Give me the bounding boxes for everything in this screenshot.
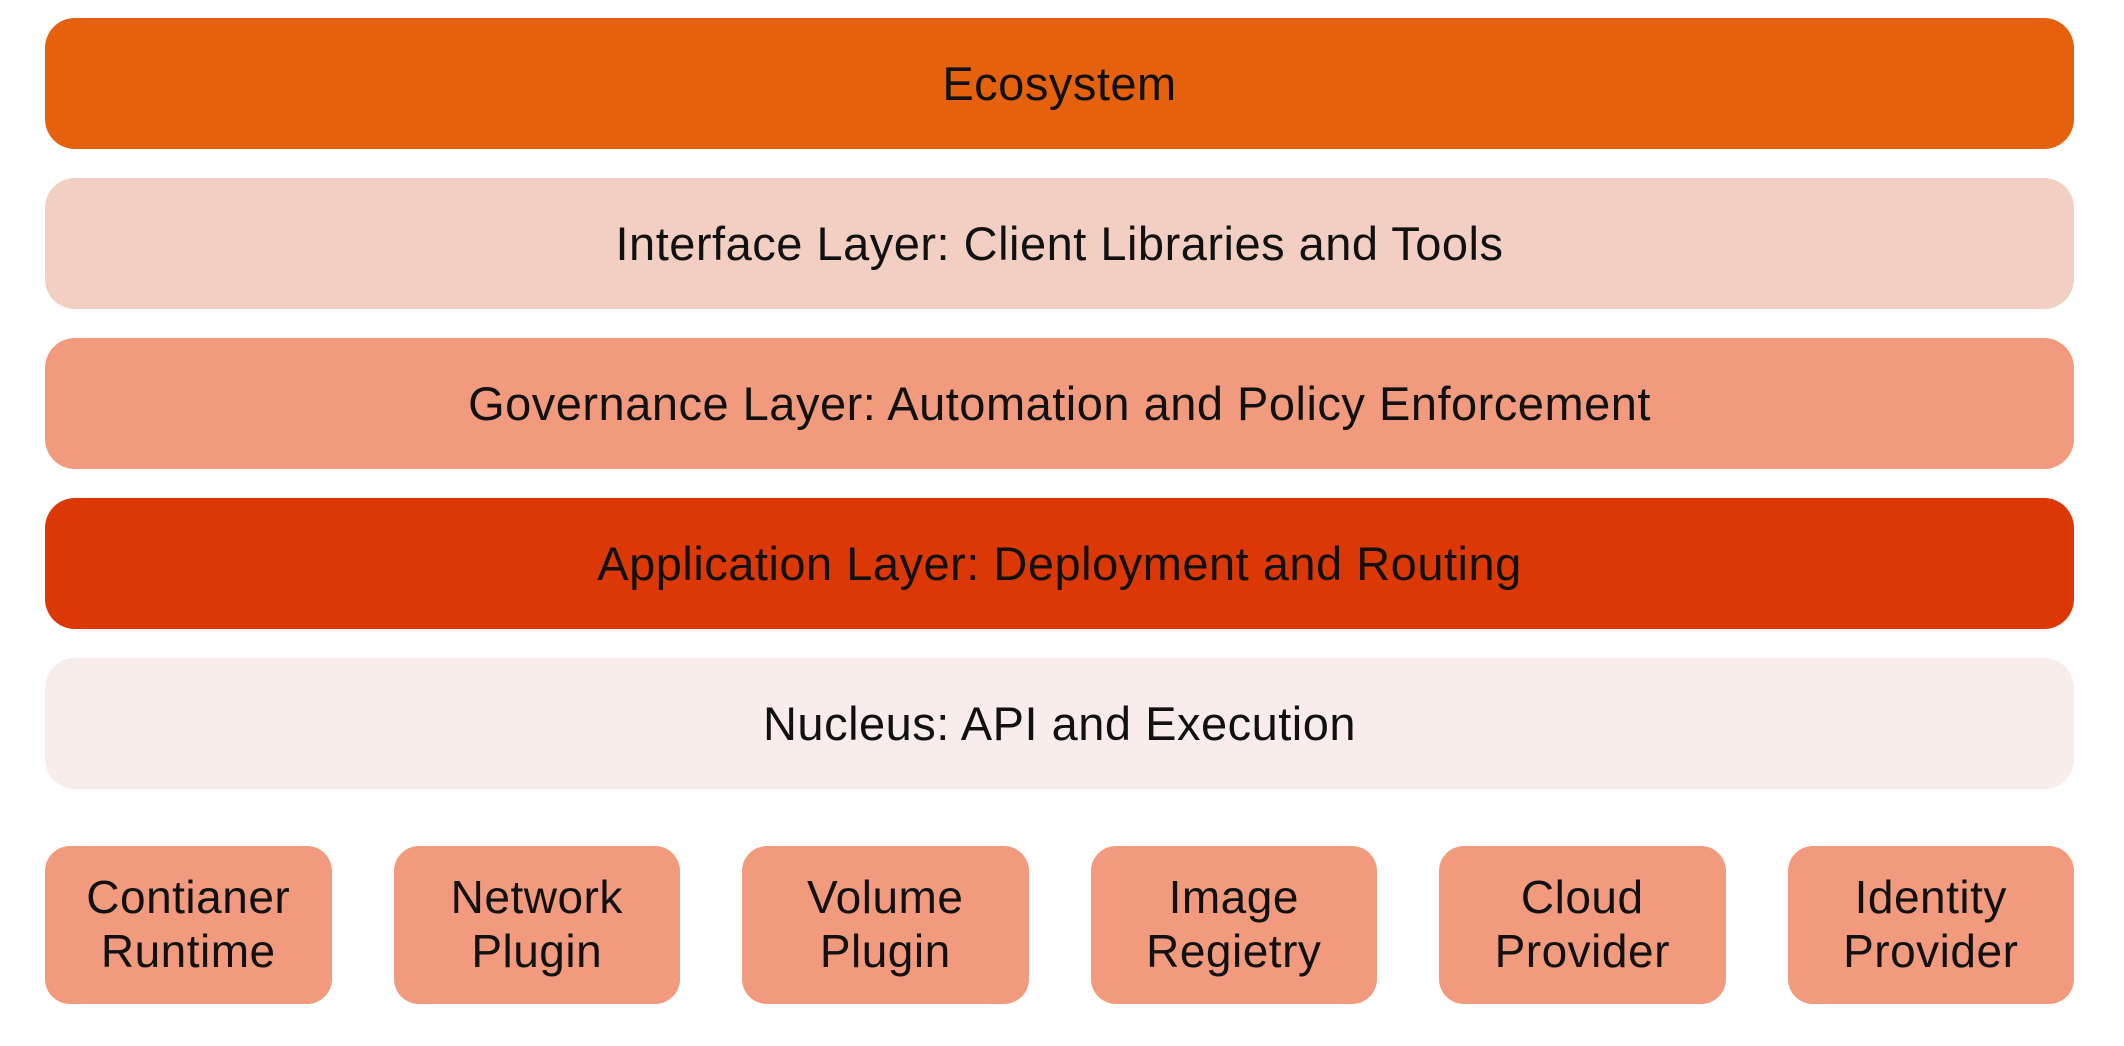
layer-governance: Governance Layer: Automation and Policy … bbox=[45, 338, 2074, 469]
plugin-network-plugin-label: Network Plugin bbox=[450, 871, 623, 977]
layer-governance-label: Governance Layer: Automation and Policy … bbox=[468, 377, 1651, 430]
layer-ecosystem-label: Ecosystem bbox=[942, 57, 1177, 110]
plugin-volume-plugin: Volume Plugin bbox=[742, 846, 1029, 1004]
plugin-identity-provider-label: Identity Provider bbox=[1843, 871, 2019, 977]
plugin-container-runtime-label: Contianer Runtime bbox=[86, 871, 291, 977]
layer-interface-label: Interface Layer: Client Libraries and To… bbox=[615, 217, 1504, 270]
plugin-image-registry-label: Image Regietry bbox=[1146, 871, 1322, 977]
plugin-image-registry: Image Regietry bbox=[1090, 846, 1377, 1004]
layer-ecosystem: Ecosystem bbox=[45, 18, 2074, 149]
layer-nucleus-label: Nucleus: API and Execution bbox=[762, 697, 1357, 750]
plugin-identity-provider: Identity Provider bbox=[1787, 846, 2074, 1004]
plugin-row: Contianer Runtime Network Plugin Volume … bbox=[45, 846, 2074, 1004]
layer-interface: Interface Layer: Client Libraries and To… bbox=[45, 178, 2074, 309]
plugin-network-plugin: Network Plugin bbox=[393, 846, 680, 1004]
layer-application-label: Application Layer: Deployment and Routin… bbox=[597, 537, 1522, 590]
plugin-volume-plugin-label: Volume Plugin bbox=[807, 871, 964, 977]
layer-nucleus: Nucleus: API and Execution bbox=[45, 658, 2074, 789]
plugin-container-runtime: Contianer Runtime bbox=[45, 846, 332, 1004]
plugin-cloud-provider: Cloud Provider bbox=[1439, 846, 1726, 1004]
plugin-cloud-provider-label: Cloud Provider bbox=[1494, 871, 1670, 977]
layer-application: Application Layer: Deployment and Routin… bbox=[45, 498, 2074, 629]
